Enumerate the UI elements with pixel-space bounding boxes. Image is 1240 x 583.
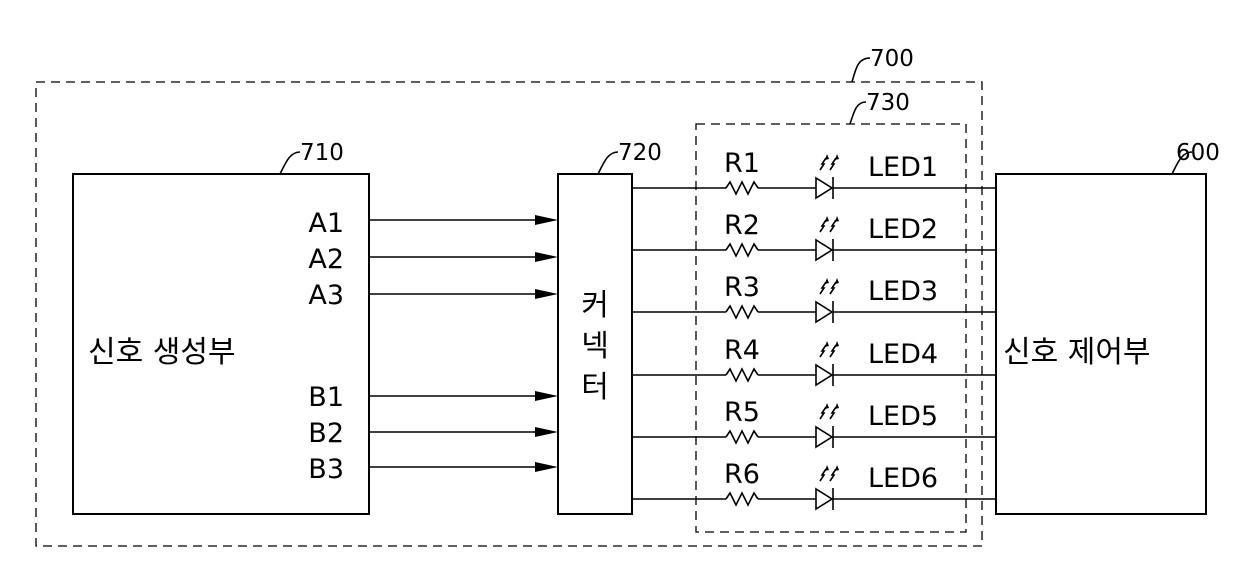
emission-head-a-3	[825, 278, 829, 284]
emission-head-b-3	[835, 278, 839, 284]
emission-head-b-6	[835, 465, 839, 471]
input-label-b1: B1	[308, 382, 344, 413]
signal-controller-label: 신호 제어부	[1003, 335, 1151, 370]
led-emission-2	[820, 220, 836, 232]
emission-head-a-5	[825, 403, 829, 409]
resistor-label-r3: R3	[724, 272, 760, 303]
system-leader	[852, 58, 870, 82]
led-label-3: LED3	[868, 276, 938, 307]
led-diode-5	[816, 427, 832, 447]
resistor-r3	[726, 306, 758, 318]
generator-ref: 710	[300, 140, 344, 166]
arrowhead-b3	[535, 462, 558, 472]
led-label-5: LED5	[868, 401, 938, 432]
input-label-b2: B2	[308, 418, 344, 449]
led-diode-1	[816, 178, 832, 198]
led-module-ref: 730	[866, 90, 910, 116]
resistor-label-r1: R1	[724, 148, 760, 179]
resistor-r4	[726, 369, 758, 381]
system-ref: 700	[870, 46, 914, 72]
led-diode-2	[816, 240, 832, 260]
resistor-r2	[726, 244, 758, 256]
input-label-a3: A3	[308, 280, 344, 311]
connector-label-3: 터	[581, 370, 609, 405]
connector-ref: 720	[618, 140, 662, 166]
emission-head-a-4	[825, 341, 829, 347]
emission-head-b-1	[835, 154, 839, 160]
emission-head-a-2	[825, 216, 829, 222]
arrowhead-a1	[535, 215, 558, 225]
emission-head-b-2	[835, 216, 839, 222]
input-label-a1: A1	[308, 208, 344, 239]
emission-head-b-5	[835, 403, 839, 409]
signal-generator-label: 신호 생성부	[88, 335, 236, 370]
arrowhead-b2	[535, 427, 558, 437]
resistor-r1	[726, 182, 758, 194]
resistor-r6	[726, 493, 758, 505]
resistor-label-r6: R6	[724, 459, 760, 490]
led-emission-4	[820, 345, 836, 357]
signal-arrows	[369, 215, 558, 472]
input-label-b3: B3	[308, 454, 344, 485]
connector-leader	[598, 152, 618, 174]
led-diode-6	[816, 489, 832, 509]
emission-head-a-6	[825, 465, 829, 471]
arrowhead-b1	[535, 391, 558, 401]
resistor-label-r5: R5	[724, 397, 760, 428]
connector-label-2: 넥	[581, 329, 609, 364]
led-emission-3	[820, 282, 836, 294]
led-label-2: LED2	[868, 214, 938, 245]
controller-ref: 600	[1176, 140, 1220, 166]
connector-label-1: 커	[581, 288, 609, 323]
resistor-label-r2: R2	[724, 210, 760, 241]
led-emission-6	[820, 469, 836, 481]
resistor-r5	[726, 431, 758, 443]
led-diode-3	[816, 302, 832, 322]
resistor-label-r4: R4	[724, 335, 760, 366]
arrowhead-a2	[535, 252, 558, 262]
led-label-6: LED6	[868, 463, 938, 494]
input-label-a2: A2	[308, 244, 344, 275]
emission-head-b-4	[835, 341, 839, 347]
led-label-1: LED1	[868, 152, 938, 183]
led-channels: R1 LED1R2 LED2R3 LED3R4 LED4R5 LED5R6 LED6	[632, 148, 996, 510]
led-diode-4	[816, 365, 832, 385]
arrowhead-a3	[535, 289, 558, 299]
led-label-4: LED4	[868, 339, 938, 370]
led-emission-5	[820, 407, 836, 419]
generator-leader	[280, 152, 300, 174]
led-emission-1	[820, 158, 836, 170]
emission-head-a-1	[825, 154, 829, 160]
led-module-leader	[850, 102, 866, 124]
